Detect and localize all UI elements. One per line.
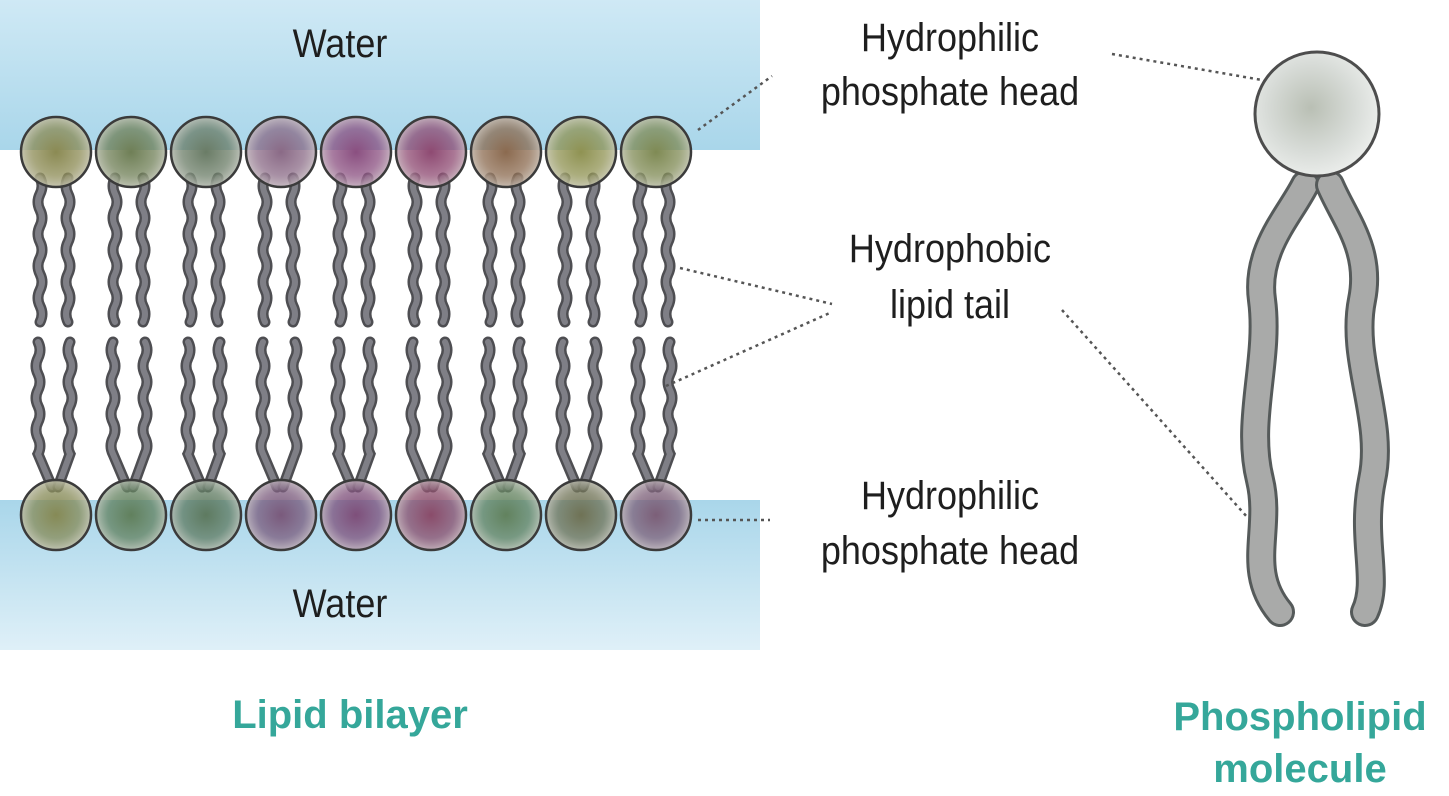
head-top-6	[396, 117, 466, 187]
head-bottom-8	[546, 480, 616, 550]
leader-head-molecule	[1112, 54, 1262, 80]
head-bottom-3	[171, 480, 241, 550]
lipid-bilayer	[21, 117, 691, 550]
head-top-3	[171, 117, 241, 187]
tail-label-line2: lipid tail	[779, 279, 1121, 331]
tail-label-line1: Hydrophobic	[779, 223, 1121, 275]
head-bottom-5	[321, 480, 391, 550]
head-top-7	[471, 117, 541, 187]
head-top-label-line2: phosphate head	[779, 66, 1121, 118]
head-bottom-6	[396, 480, 466, 550]
head-bottom-4	[246, 480, 316, 550]
molecule-head	[1255, 52, 1379, 176]
head-bottom-1	[21, 480, 91, 550]
head-bottom-2	[96, 480, 166, 550]
head-bottom-label-line2: phosphate head	[779, 525, 1121, 577]
head-top-1	[21, 117, 91, 187]
caption-lipid-bilayer: Lipid bilayer	[180, 690, 520, 740]
caption-phospholipid-line2: molecule	[1150, 744, 1449, 794]
head-bottom-9	[621, 480, 691, 550]
water-bottom-label: Water	[268, 578, 412, 630]
head-top-label-line1: Hydrophilic	[779, 12, 1121, 64]
phospholipid-molecule	[1255, 52, 1379, 612]
head-top-8	[546, 117, 616, 187]
water-top-label: Water	[268, 18, 412, 70]
head-top-2	[96, 117, 166, 187]
head-top-4	[246, 117, 316, 187]
caption-phospholipid-line1: Phospholipid	[1150, 692, 1449, 742]
head-top-9	[621, 117, 691, 187]
head-bottom-7	[471, 480, 541, 550]
head-top-5	[321, 117, 391, 187]
head-bottom-label-line1: Hydrophilic	[779, 470, 1121, 522]
